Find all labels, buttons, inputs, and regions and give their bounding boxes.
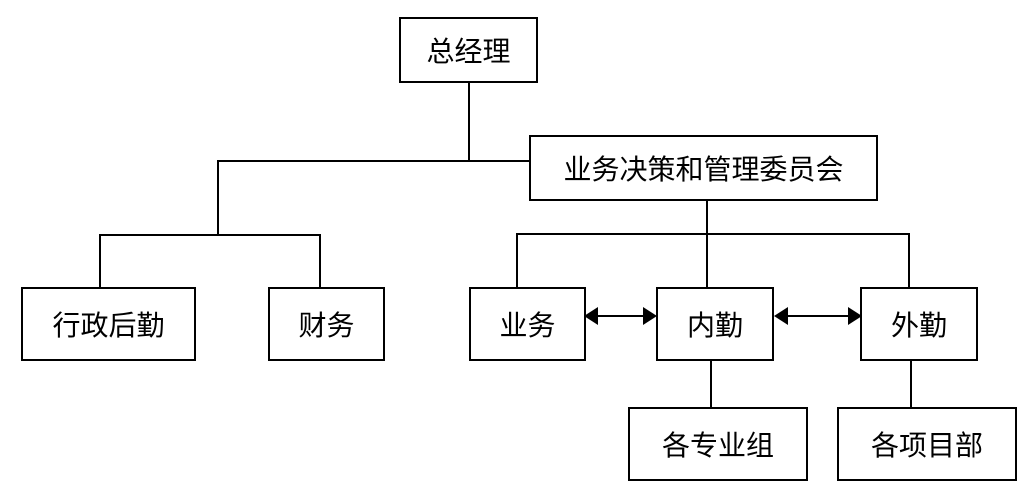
connector-to-finance — [319, 234, 321, 289]
node-committee: 业务决策和管理委员会 — [529, 135, 878, 201]
arrowhead-left-icon — [774, 307, 788, 325]
connector-gm-down — [468, 81, 470, 161]
connector-left-branch-down — [217, 160, 219, 236]
arrow-shaft-business-internal — [595, 315, 645, 317]
arrowhead-left-icon — [584, 307, 598, 325]
node-internal-affairs-label: 内勤 — [686, 309, 743, 342]
connector-committee-down — [706, 199, 708, 289]
connector-to-business — [516, 233, 518, 289]
connector-internal-to-groups — [710, 361, 712, 409]
node-general-manager: 总经理 — [399, 17, 538, 83]
node-finance: 财务 — [268, 287, 385, 361]
node-professional-groups: 各专业组 — [628, 407, 808, 481]
node-business-label: 业务 — [499, 309, 556, 342]
node-finance-label: 财务 — [298, 309, 355, 342]
connector-to-admin-logistics — [99, 234, 101, 289]
connector-operations-bus — [516, 233, 910, 235]
node-committee-label: 业务决策和管理委员会 — [563, 153, 844, 186]
connector-gm-to-committee — [468, 160, 531, 162]
node-admin-logistics: 行政后勤 — [21, 287, 196, 361]
arrow-shaft-internal-field — [786, 315, 850, 317]
node-project-departments-label: 各项目部 — [870, 429, 983, 462]
connector-field-to-projects — [910, 361, 912, 409]
node-admin-logistics-label: 行政后勤 — [52, 309, 165, 342]
node-field-affairs-label: 外勤 — [890, 309, 947, 342]
node-business: 业务 — [469, 287, 586, 361]
node-professional-groups-label: 各专业组 — [661, 429, 774, 462]
arrowhead-right-icon — [643, 307, 657, 325]
node-internal-affairs: 内勤 — [656, 287, 774, 361]
node-project-departments: 各项目部 — [837, 407, 1017, 481]
node-field-affairs: 外勤 — [860, 287, 978, 361]
connector-support-bus — [99, 234, 321, 236]
arrowhead-right-icon — [848, 307, 862, 325]
connector-gm-left-branch — [217, 160, 470, 162]
node-general-manager-label: 总经理 — [426, 35, 511, 68]
connector-to-field-affairs — [908, 233, 910, 289]
